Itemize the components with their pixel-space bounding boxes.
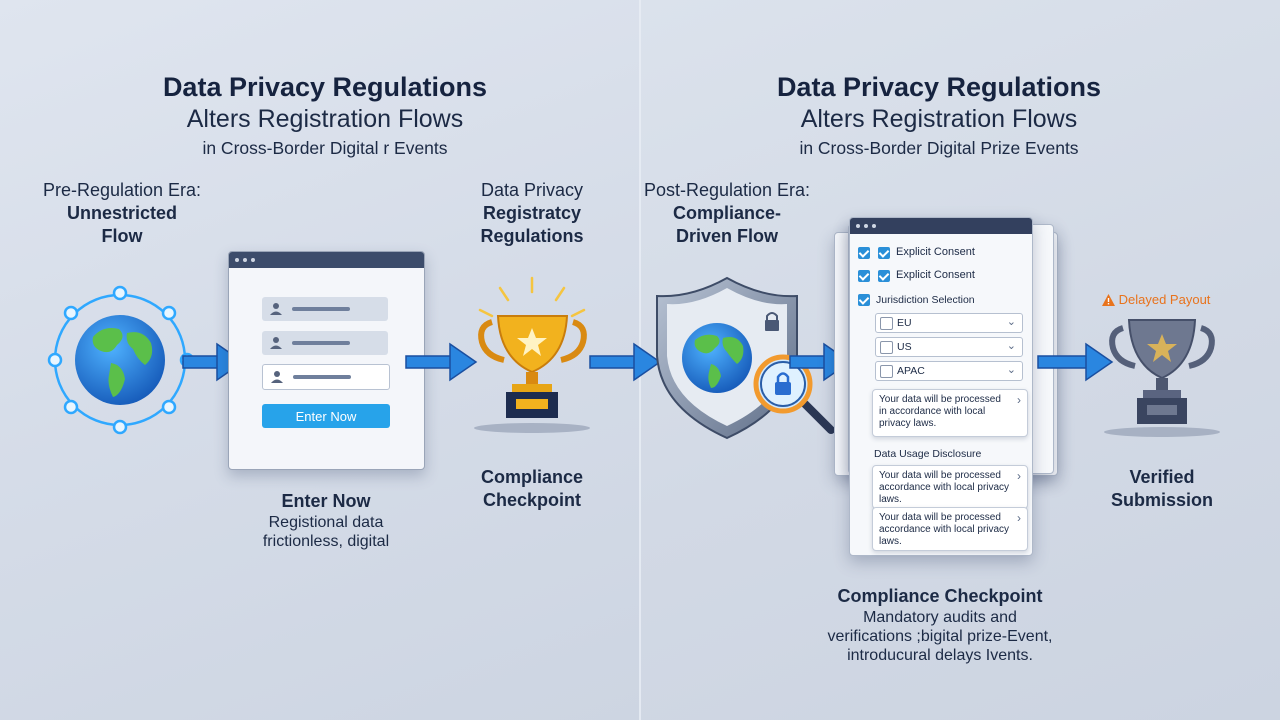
field-placeholder-line xyxy=(292,341,350,345)
left-subtitle: Alters Registration Flows xyxy=(186,105,464,133)
consent-label-1: Explicit Consent xyxy=(896,246,975,258)
chevron-down-icon: ⌄ xyxy=(1006,364,1016,376)
window-dot xyxy=(251,258,255,262)
enter-now-caption-title: Enter Now xyxy=(281,491,371,511)
privacy-notice-card-1[interactable]: Your data will be processed in accordanc… xyxy=(872,389,1028,437)
consent-checkbox-1b[interactable] xyxy=(878,247,890,259)
option-label: APAC xyxy=(897,365,925,377)
option-checkbox[interactable] xyxy=(880,317,893,330)
regulation-label-line-2: Registratcy xyxy=(482,203,582,223)
privacy-notice-card-2[interactable]: Your data will be processed accordance w… xyxy=(872,465,1028,509)
arrow-right-icon xyxy=(405,342,478,382)
chevron-down-icon: ⌄ xyxy=(1006,340,1016,352)
jurisdiction-option-eu[interactable]: EU ⌄ xyxy=(875,313,1023,333)
option-checkbox[interactable] xyxy=(880,341,893,354)
verified-line-2: Submission xyxy=(1110,490,1213,510)
verified-line-1: Verified xyxy=(1129,467,1195,487)
email-field[interactable] xyxy=(262,331,388,355)
era-name-line-2: Flow xyxy=(101,226,143,246)
regulation-label-line-1: Data Privacy xyxy=(480,180,584,200)
registration-form-window: Enter Now xyxy=(228,251,425,470)
arrow-right-icon xyxy=(589,342,662,382)
era-label-text: Pre-Regulation Era: xyxy=(42,180,202,200)
card-text: Your data will be processed in accordanc… xyxy=(879,394,1001,429)
option-checkbox[interactable] xyxy=(880,365,893,378)
checkpoint-description-1: Mandatory audits and xyxy=(863,609,1017,626)
field-placeholder-line xyxy=(293,375,351,379)
era-name-line-1: Compliance- xyxy=(672,203,782,223)
warning-icon xyxy=(1102,294,1115,306)
compliance-form-window: Explicit Consent Explicit Consent Jurisd… xyxy=(849,217,1033,556)
chevron-right-icon: › xyxy=(1017,393,1021,407)
delayed-payout-badge: Delayed Payout xyxy=(1102,292,1210,307)
chevron-right-icon: › xyxy=(1017,469,1021,483)
window-dot xyxy=(856,224,860,228)
jurisdiction-option-us[interactable]: US ⌄ xyxy=(875,337,1023,357)
era-name-line-2: Driven Flow xyxy=(675,226,778,246)
jurisdiction-label: Jurisdiction Selection xyxy=(876,294,975,306)
silver-trophy-icon xyxy=(1104,319,1220,437)
window-dot xyxy=(243,258,247,262)
left-subtitle-2: in Cross-Border Digital r Events xyxy=(202,138,448,158)
era-label-text: Post-Regulation Era: xyxy=(643,180,811,200)
consent-checkbox-1[interactable] xyxy=(858,247,870,259)
delayed-payout-text: Delayed Payout xyxy=(1118,292,1211,307)
option-label: EU xyxy=(897,317,912,329)
era-name-line-1: Unnestricted xyxy=(66,203,178,223)
right-subtitle-2: in Cross-Border Digital Prize Events xyxy=(799,138,1079,158)
consent-label-2: Explicit Consent xyxy=(896,269,975,281)
pre-regulation-label: Pre-Regulation Era: Unnestricted Flow xyxy=(22,179,222,248)
enter-now-caption-line-2: frictionless, digital xyxy=(262,533,390,550)
window-titlebar xyxy=(850,218,1032,234)
field-placeholder-line xyxy=(292,307,350,311)
user-icon xyxy=(270,303,282,315)
window-titlebar xyxy=(229,252,424,268)
globe-network-icon xyxy=(47,285,195,435)
checkpoint-description-3: introducural delays Ivents. xyxy=(847,647,1033,664)
jurisdiction-option-apac[interactable]: APAC ⌄ xyxy=(875,361,1023,381)
regulation-label-line-3: Regulations xyxy=(480,226,584,246)
right-subtitle: Alters Registration Flows xyxy=(800,105,1078,133)
checkpoint-line-1: Compliance xyxy=(480,467,584,487)
verified-submission-label: Verified Submission xyxy=(1062,466,1262,512)
country-field[interactable] xyxy=(262,364,390,390)
user-icon xyxy=(271,371,283,383)
consent-checkbox-2b[interactable] xyxy=(878,270,890,282)
compliance-checkpoint-title: Compliance Checkpoint xyxy=(837,586,1043,606)
gold-trophy-icon xyxy=(474,276,590,433)
data-usage-disclosure-label: Data Usage Disclosure xyxy=(874,448,982,460)
window-dot xyxy=(235,258,239,262)
chevron-right-icon: › xyxy=(1017,511,1021,525)
right-title: Data Privacy Regulations xyxy=(776,72,1102,102)
consent-checkbox-2[interactable] xyxy=(858,270,870,282)
shield-globe-icon xyxy=(656,276,835,440)
name-field[interactable] xyxy=(262,297,388,321)
user-icon xyxy=(270,337,282,349)
window-dot xyxy=(864,224,868,228)
privacy-notice-card-3[interactable]: Your data will be processed accordance w… xyxy=(872,507,1028,551)
card-text: Your data will be processed accordance w… xyxy=(879,470,1010,505)
enter-now-caption-line-1: Registional data xyxy=(268,514,384,531)
post-regulation-label: Post-Regulation Era: Compliance- Driven … xyxy=(627,179,827,248)
arrow-right-icon xyxy=(1037,342,1114,382)
left-title: Data Privacy Regulations xyxy=(162,72,488,102)
regulation-label: Data Privacy Registratcy Regulations xyxy=(432,179,632,248)
option-label: US xyxy=(897,341,912,353)
card-text: Your data will be processed accordance w… xyxy=(879,512,1010,547)
chevron-down-icon: ⌄ xyxy=(1006,316,1016,328)
compliance-checkpoint-label: Compliance Checkpoint xyxy=(432,466,632,512)
small-lock-icon xyxy=(765,312,779,331)
checkpoint-line-2: Checkpoint xyxy=(482,490,581,510)
jurisdiction-checkbox[interactable] xyxy=(858,294,870,306)
checkpoint-description-2: verifications ;bigital prize-Event, xyxy=(827,628,1053,645)
window-dot xyxy=(872,224,876,228)
enter-now-button[interactable]: Enter Now xyxy=(262,404,390,428)
